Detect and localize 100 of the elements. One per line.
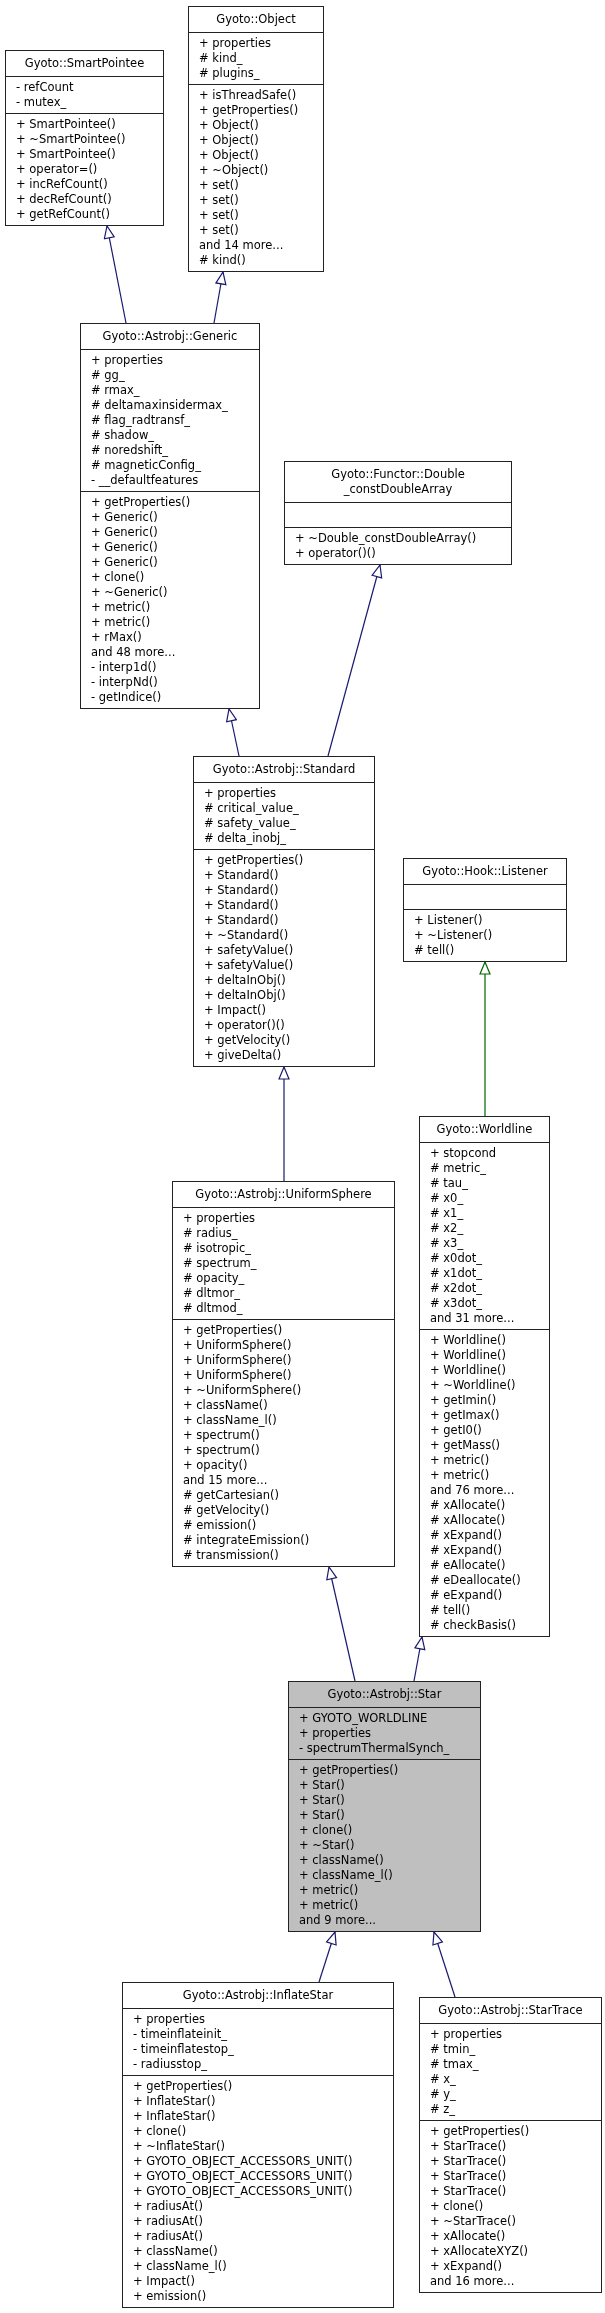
member-text: + Generic()	[91, 510, 159, 525]
member-text: # noredshift_	[91, 443, 170, 458]
member-text: and 16 more...	[430, 2274, 516, 2289]
member-text: + getRefCount()	[16, 207, 111, 222]
member-text: + Star()	[299, 1808, 346, 1823]
member-text: + StarTrace()	[430, 2154, 508, 2169]
member-text: + clone()	[430, 2199, 485, 2214]
member-text: + Generic()	[91, 540, 159, 555]
member-text: + emission()	[133, 2289, 208, 2304]
member-text: + properties	[133, 2012, 206, 2027]
member-text: # x1dot_	[430, 1266, 483, 1281]
member-text: # x1_	[430, 1206, 465, 1221]
member-text: # x0dot_	[430, 1251, 483, 1266]
class-box	[5, 50, 164, 226]
member-text: - getIndice()	[91, 690, 163, 705]
member-text: + Impact()	[204, 1003, 268, 1018]
member-text: + GYOTO_WORLDLINE	[299, 1711, 429, 1726]
member-text: + xAllocateXYZ()	[430, 2244, 530, 2259]
member-text: + Object()	[199, 133, 260, 148]
class-box	[122, 1982, 394, 2308]
member-text: + getVelocity()	[204, 1033, 292, 1048]
member-text: # kind()	[199, 253, 247, 268]
class-name: Gyoto::Astrobj::Star	[326, 1686, 443, 1703]
member-text: + ~Worldline()	[430, 1378, 517, 1393]
inheritance-arrow	[318, 1931, 337, 1983]
member-text: # z_	[430, 2102, 457, 2117]
member-text: + opacity()	[183, 1458, 249, 1473]
inheritance-arrow	[278, 1066, 290, 1182]
member-text: + set()	[199, 223, 240, 238]
member-text: + SmartPointee()	[16, 117, 117, 132]
member-text: # rmax_	[91, 383, 141, 398]
member-text: + ~Generic()	[91, 585, 169, 600]
class-name: Gyoto::Object	[215, 11, 297, 28]
member-text: # eExpand()	[430, 1588, 504, 1603]
inheritance-arrow	[326, 1566, 356, 1682]
member-text: # deltamaxinsidermax_	[91, 398, 229, 413]
member-text: + getProperties()	[199, 103, 300, 118]
member-text: # integrateEmission()	[183, 1533, 311, 1548]
member-text: + operator=()	[16, 162, 99, 177]
member-text: + radiusAt()	[133, 2199, 204, 2214]
member-text: + ~Object()	[199, 163, 270, 178]
member-text: # eAllocate()	[430, 1558, 507, 1573]
member-text: + className()	[299, 1853, 385, 1868]
member-text: + UniformSphere()	[183, 1368, 293, 1383]
member-text: + Listener()	[414, 913, 484, 928]
class-name: Gyoto::Functor::Double _constDoubleArray	[330, 466, 466, 498]
member-text: # safety_value_	[204, 816, 297, 831]
class-name: Gyoto::SmartPointee	[23, 55, 146, 72]
member-text: + Object()	[199, 148, 260, 163]
member-text: and 48 more...	[91, 645, 177, 660]
class-box	[172, 1181, 395, 1567]
member-text: + className_l()	[183, 1413, 278, 1428]
member-text: - spectrumThermalSynch_	[299, 1741, 451, 1756]
member-text: + getProperties()	[133, 2079, 234, 2094]
member-text: # x3dot_	[430, 1296, 483, 1311]
member-text: + ~StarTrace()	[430, 2214, 517, 2229]
member-text: # dltmod_	[183, 1301, 244, 1316]
member-text: + getProperties()	[204, 853, 305, 868]
member-text: + getImin()	[430, 1393, 498, 1408]
member-text: # getVelocity()	[183, 1503, 271, 1518]
member-text: + spectrum()	[183, 1428, 261, 1443]
member-text: + metric()	[299, 1898, 360, 1913]
member-text: # isotropic_	[183, 1241, 253, 1256]
member-text: # tell()	[430, 1603, 472, 1618]
class-name: Gyoto::Astrobj::StarTrace	[437, 2002, 584, 2019]
member-text: + Standard()	[204, 913, 280, 928]
class-box	[288, 1681, 481, 1932]
member-text: # tmin_	[430, 2042, 477, 2057]
member-text: + ~Listener()	[414, 928, 494, 943]
member-text: + decRefCount()	[16, 192, 113, 207]
member-text: # y_	[430, 2087, 457, 2102]
member-text: # emission()	[183, 1518, 258, 1533]
member-text: + xAllocate()	[430, 2229, 507, 2244]
class-box	[419, 1997, 602, 2293]
member-text: and 14 more...	[199, 238, 285, 253]
member-text: + getI0()	[430, 1423, 483, 1438]
member-text: + Star()	[299, 1793, 346, 1808]
member-text: # dltmor_	[183, 1286, 241, 1301]
member-text: + incRefCount()	[16, 177, 109, 192]
member-text: - interp1d()	[91, 660, 158, 675]
member-text: # flag_radtransf_	[91, 413, 192, 428]
member-text: + clone()	[299, 1823, 354, 1838]
member-text: + getProperties()	[183, 1323, 284, 1338]
member-text: + getMass()	[430, 1438, 502, 1453]
class-box	[188, 6, 324, 272]
member-text: + className_l()	[299, 1868, 394, 1883]
member-text: + getProperties()	[299, 1763, 400, 1778]
member-text: + SmartPointee()	[16, 147, 117, 162]
member-text: + Worldline()	[430, 1363, 507, 1378]
member-text: + radiusAt()	[133, 2214, 204, 2229]
member-text: + Star()	[299, 1778, 346, 1793]
inheritance-arrow	[413, 1636, 426, 1682]
member-text: + metric()	[430, 1468, 491, 1483]
member-text: + getProperties()	[91, 495, 192, 510]
member-text: # tell()	[414, 943, 456, 958]
class-box	[284, 461, 512, 565]
inheritance-arrow	[432, 1931, 456, 1998]
member-text: + metric()	[91, 600, 152, 615]
member-text: + properties	[183, 1211, 256, 1226]
member-text: + InflateStar()	[133, 2109, 217, 2124]
